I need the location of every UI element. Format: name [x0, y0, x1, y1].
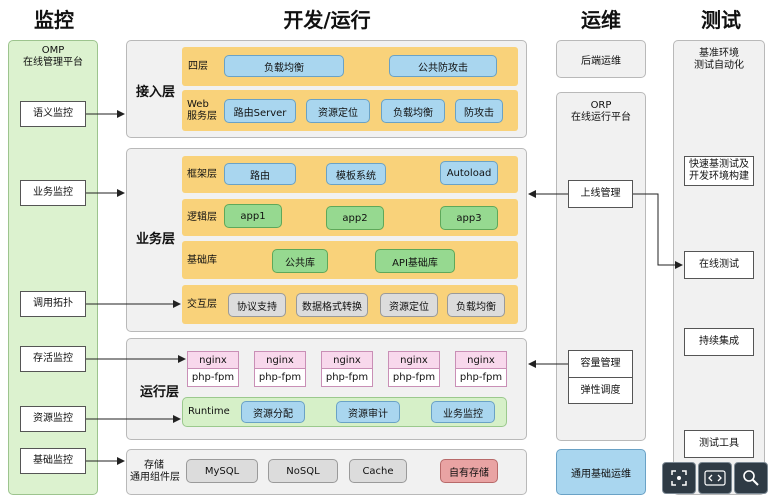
omp-item-topology[interactable]: 调用拓扑	[20, 291, 86, 317]
logic-label: 逻辑层	[187, 212, 217, 223]
ops-elastic[interactable]: 弹性调度	[568, 378, 633, 404]
web-anti-attack[interactable]: 防攻击	[455, 99, 503, 123]
logic-app3[interactable]: app3	[440, 206, 498, 230]
omp-subtitle: 在线管理平台	[23, 57, 83, 68]
interact-balance[interactable]: 负载均衡	[447, 293, 505, 317]
omp-item-semantic[interactable]: 语义监控	[20, 101, 86, 127]
nginx-4[interactable]: nginx	[388, 351, 440, 369]
runtime-layer-title: 运行层	[140, 385, 180, 400]
logic-app1[interactable]: app1	[224, 204, 282, 228]
storage-layer-title: 存储 通用组件层	[130, 460, 180, 483]
interact-format[interactable]: 数据格式转换	[296, 293, 368, 317]
interact-protocol[interactable]: 协议支持	[228, 293, 286, 317]
php-fpm-5[interactable]: php-fpm	[455, 369, 507, 387]
runtime-audit[interactable]: 资源审计	[336, 401, 400, 423]
php-fpm-4[interactable]: php-fpm	[388, 369, 440, 387]
base-label: 基础库	[187, 255, 217, 266]
web-router-server[interactable]: 路由Server	[224, 99, 296, 123]
test-title: 基准环境 测试自动化	[694, 48, 744, 71]
omp-item-liveness[interactable]: 存活监控	[20, 346, 86, 372]
omp-item-business[interactable]: 业务监控	[20, 180, 86, 206]
access-row-web-label: Web 服务层	[187, 99, 217, 122]
access-row-l4-label: 四层	[188, 61, 208, 72]
framework-router[interactable]: 路由	[224, 163, 296, 185]
storage-cache[interactable]: Cache	[349, 459, 407, 483]
test-online[interactable]: 在线测试	[684, 251, 754, 279]
orp-title: ORP	[590, 100, 612, 111]
runtime-biz-monitor[interactable]: 业务监控	[431, 401, 495, 423]
runtime-label: Runtime	[188, 406, 230, 417]
ops-online-mgmt[interactable]: 上线管理	[568, 180, 633, 208]
prev-next-icon[interactable]	[698, 462, 732, 494]
l4-anti-attack[interactable]: 公共防攻击	[389, 55, 497, 77]
l4-load-balance[interactable]: 负载均衡	[224, 55, 344, 77]
nginx-1[interactable]: nginx	[187, 351, 239, 369]
nginx-3[interactable]: nginx	[321, 351, 373, 369]
nginx-2[interactable]: nginx	[254, 351, 306, 369]
web-load-balance[interactable]: 负载均衡	[381, 99, 445, 123]
test-fast-env[interactable]: 快速基测试及 开发环境构建	[684, 156, 754, 186]
header-dev: 开发/运行	[283, 8, 371, 32]
storage-own[interactable]: 自有存储	[440, 459, 498, 483]
test-ci[interactable]: 持续集成	[684, 328, 754, 356]
ops-capacity[interactable]: 容量管理	[568, 350, 633, 378]
header-monitor: 监控	[34, 8, 74, 32]
base-api-lib[interactable]: API基础库	[375, 249, 455, 273]
header-test: 测试	[701, 8, 741, 32]
fit-icon[interactable]	[662, 462, 696, 494]
web-resource-locate[interactable]: 资源定位	[306, 99, 370, 123]
omp-item-basic[interactable]: 基础监控	[20, 448, 86, 474]
php-fpm-2[interactable]: php-fpm	[254, 369, 306, 387]
nginx-5[interactable]: nginx	[455, 351, 507, 369]
php-fpm-3[interactable]: php-fpm	[321, 369, 373, 387]
base-common-lib[interactable]: 公共库	[272, 249, 328, 273]
zoom-icon[interactable]	[734, 462, 768, 494]
access-layer-title: 接入层	[136, 85, 176, 100]
arrow-online-test	[633, 193, 683, 269]
base-row	[182, 241, 518, 279]
orp-subtitle: 在线运行平台	[571, 112, 631, 123]
ops-backend[interactable]: 后端运维	[556, 40, 646, 78]
omp-item-resource[interactable]: 资源监控	[20, 406, 86, 432]
storage-mysql[interactable]: MySQL	[186, 459, 258, 483]
logic-app2[interactable]: app2	[326, 206, 384, 230]
runtime-alloc[interactable]: 资源分配	[241, 401, 305, 423]
php-fpm-1[interactable]: php-fpm	[187, 369, 239, 387]
business-layer-title: 业务层	[136, 232, 176, 247]
ops-common[interactable]: 通用基础运维	[556, 449, 646, 495]
omp-title: OMP	[41, 45, 65, 56]
storage-nosql[interactable]: NoSQL	[268, 459, 338, 483]
framework-template[interactable]: 模板系统	[326, 163, 386, 185]
interact-label: 交互层	[187, 299, 217, 310]
test-tools[interactable]: 测试工具	[684, 430, 754, 458]
header-ops: 运维	[581, 8, 621, 32]
framework-label: 框架层	[187, 169, 217, 180]
interact-locate[interactable]: 资源定位	[380, 293, 438, 317]
framework-autoload[interactable]: Autoload	[440, 161, 498, 185]
